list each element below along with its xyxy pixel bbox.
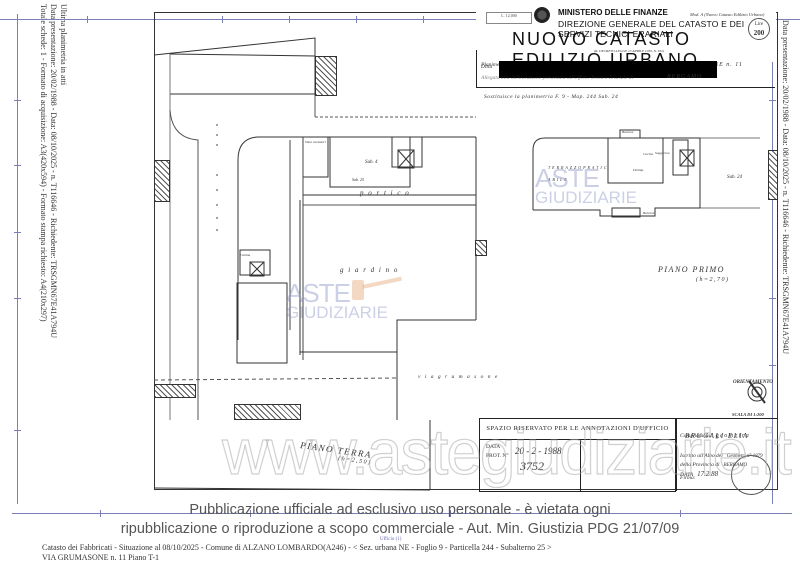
compiler-data-label: DATA (680, 472, 694, 478)
tick (14, 232, 21, 233)
hatched-area-bottom (234, 404, 301, 420)
hatched-area-top (315, 56, 337, 96)
footer-line2: VIA GRUMASONE n. 11 Piano T-1 (42, 553, 160, 562)
label-giardino: g i a r d i n o (340, 266, 399, 274)
lire-stamp: Lire 200 (748, 18, 770, 40)
office-prot-label: PROT. N° (486, 453, 509, 459)
label-terrazzo-praticabile: T E R R A Z Z O P R A T I C A B I L E (548, 165, 607, 182)
tick (14, 100, 21, 101)
aste-watermark-text: ASTE (286, 278, 351, 308)
gavel-icon (352, 280, 364, 300)
label-sub24: Sub. 24 (727, 175, 742, 180)
label-balcone-bottom: Balcone (643, 211, 655, 215)
tick (14, 430, 21, 431)
label-via-grumasone: v i a g r u m a s o n e (418, 374, 499, 380)
aste-watermark-text: ASTE (535, 163, 600, 193)
label-cucina: Cucina (643, 152, 654, 156)
frame-top-line (0, 19, 800, 20)
publication-notice-line1: Pubblicazione ufficiale ad esclusivo uso… (189, 502, 611, 518)
office-box-title: SPAZIO RISERVATO PER LE ANNOTAZIONI D'UF… (486, 425, 669, 432)
giudiziarie-watermark-text: GIUDIZIARIE (535, 188, 638, 207)
compilata-label: Compilata dal (680, 433, 712, 439)
drawing-sheet-border (154, 12, 778, 490)
header-info-box: Planimetria dell'immobile situato nel Co… (476, 50, 775, 88)
firma-label: Firma: (680, 475, 696, 481)
tick (14, 165, 21, 166)
tick (769, 100, 776, 101)
label-orientamento: ORIENTAMENTO (733, 380, 773, 385)
law-reference: (R. DECRETO-LEGGE 13 APRILE 1939, N. 652… (594, 49, 665, 53)
ditta-label: Ditta (481, 64, 493, 70)
office-box-col-divider (580, 439, 581, 491)
lire-value: 200 (753, 29, 765, 37)
label-scala: SCALA DI 1:200 (732, 412, 764, 417)
label-portico: p o r t i c o (360, 189, 411, 197)
frame-bottom-line (12, 513, 792, 514)
ministero-text: MINISTERO DELLE FINANZE (558, 8, 668, 17)
tick (87, 16, 88, 23)
compiler-box: Compilata dal geometra BRUGALI ELIA Iscr… (676, 418, 777, 495)
tick (356, 16, 357, 23)
compiler-name: BRUGALI ELIA (685, 432, 749, 440)
tick (100, 510, 101, 517)
iscritto-label: Iscritto all'Albo dei (680, 453, 723, 459)
tick (450, 510, 451, 517)
hatched-area-giardino (475, 240, 487, 256)
label-soggiorno: Soggiorno (655, 151, 670, 155)
hatched-area-bottom-left (154, 384, 196, 398)
label-piano-primo-h: (h=2,70) (696, 277, 730, 283)
allegata-label: Allegata alla dichiarazione presentata a… (481, 75, 634, 81)
tick (680, 510, 681, 517)
compiler-data-value: 17.2.88 (697, 470, 719, 478)
tick (222, 16, 223, 23)
label-disimpegno: Disimp. (633, 168, 644, 172)
label-sub25: Sub. 25 (352, 177, 364, 182)
office-data-label: DATA (486, 444, 501, 450)
office-prot-value: 3752 (520, 459, 544, 473)
compiler-role: geometra (715, 433, 751, 439)
label-sub4: Sub. 4 (365, 160, 378, 165)
ufficio-value: BERGAMO (667, 74, 703, 80)
giudiziarie-watermark-text: GIUDIZIARIE (286, 303, 389, 322)
office-box-divider (480, 439, 675, 440)
stamp-small-text: L. 12.000 (501, 13, 517, 18)
frame-right-line (772, 14, 773, 504)
professional-seal (731, 455, 771, 495)
label-cabina: Cabina (240, 253, 251, 257)
frame-left-line (17, 14, 18, 504)
tick (769, 298, 776, 299)
mod-ref-text: Mod. A (Nuovo Catasto Edilizio Urbano) (690, 12, 765, 17)
footer-small-mark: Ufficio (1) (380, 537, 402, 542)
emblem-icon (534, 7, 550, 23)
label-piano-primo: PIANO PRIMO (658, 265, 725, 274)
redacted-block (499, 61, 717, 78)
label-vano-contatori: Vano contatori (305, 140, 326, 144)
tick (423, 16, 424, 23)
office-data-value: 20 - 2 - 1988 (515, 446, 562, 456)
compiler-data-line: DATA 17.2.88 (680, 463, 718, 481)
provincia-label: della Provincia di (680, 462, 720, 468)
hatched-area-left (154, 160, 170, 202)
stamp-small-box: L. 12.000 (486, 12, 532, 24)
direzione-text: DIREZIONE GENERALE DEL CATASTO E DEI SER… (558, 19, 745, 39)
compilata-line: Compilata dal geometra (680, 424, 750, 442)
footer-line1: Catasto dei Fabbricati - Situazione al 0… (42, 543, 552, 552)
url-watermark: www.astegiudiziarie.it (221, 416, 792, 488)
tick (250, 510, 251, 517)
tick (289, 16, 290, 23)
tick (769, 365, 776, 366)
lire-label: Lire (754, 22, 764, 27)
sostituisce-note: Sostituisce la planimetria F. 9 - Map. 2… (484, 94, 619, 100)
office-annotations-box: SPAZIO RISERVATO PER LE ANNOTAZIONI D'UF… (479, 418, 676, 492)
hatched-area-right-edge (768, 150, 778, 200)
tick (14, 298, 21, 299)
label-balcone-top: Balcone (622, 130, 634, 134)
publication-notice-line2: ripubblicazione o riproduzione a scopo c… (120, 521, 680, 537)
